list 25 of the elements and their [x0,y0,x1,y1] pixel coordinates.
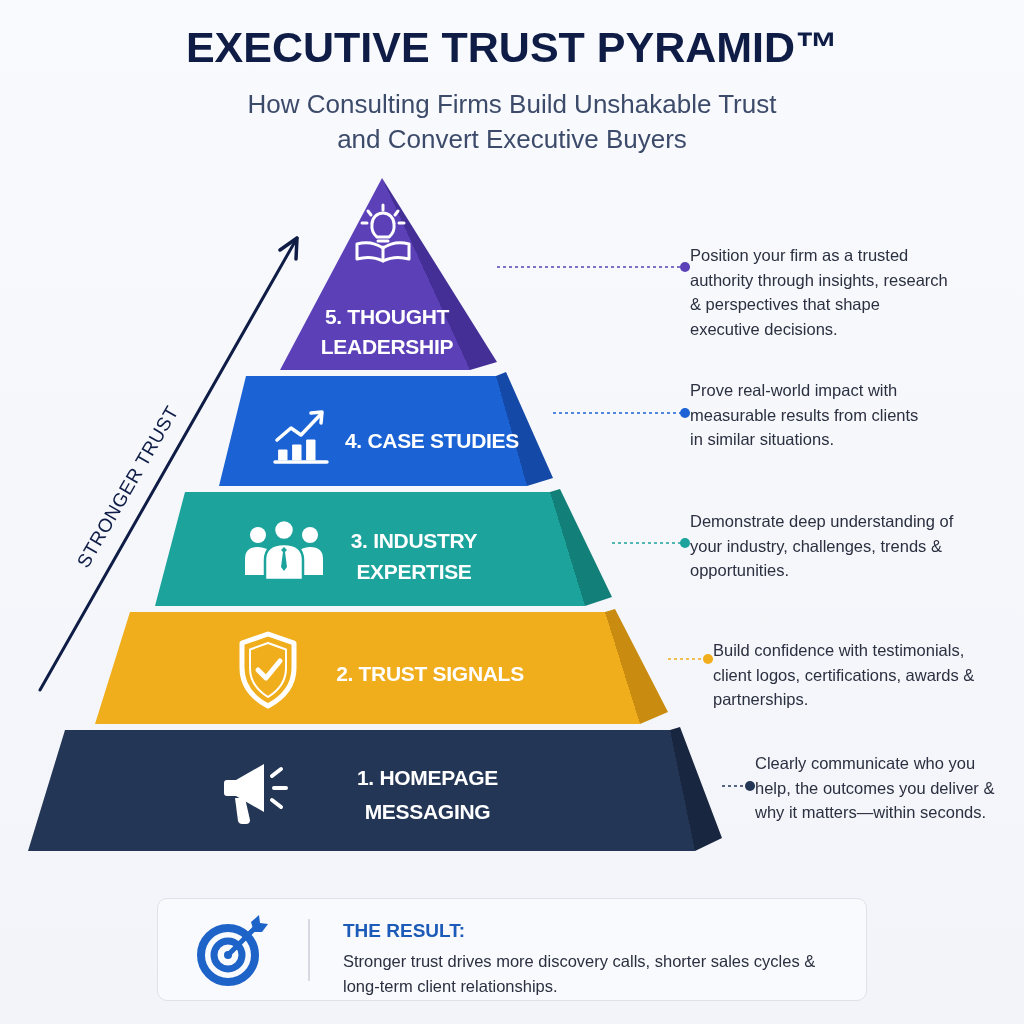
tier-label: 1. HOMEPAGE MESSAGING [356,765,499,825]
result-panel [157,898,867,1001]
pyramid-tier [28,727,722,851]
subtitle: How Consulting Firms Build Unshakable Trust and Convert Executive Buyers [246,88,778,156]
leader-line [667,654,714,664]
result-text: Stronger trust drives more discovery calls, shorter sales cycles & long-term client relationships. [343,951,817,997]
description-text: Demonstrate deep understanding of your industry, challenges, trends & opportunities. [690,509,962,583]
leader-line [721,781,756,791]
tier-label: 5. THOUGHT LEADERSHIP [319,304,455,360]
tier-label: 2. TRUST SIGNALS [335,661,525,687]
description-text: Position your firm as a trusted authority through insights, research & perspectives that shape executive decisions. [690,243,948,341]
leader-line [552,408,691,418]
result-heading: THE RESULT: [343,920,466,942]
pyramid-tier [219,372,553,486]
pyramid-tier [95,609,668,724]
pyramid-tier [280,178,497,370]
description-text: Clearly communicate who you help, the outcomes you deliver & why it matters—within seconds. [755,751,995,825]
tier-label: 3. INDUSTRY EXPERTISE [349,528,479,585]
leader-line [611,538,691,548]
leader-line [496,262,691,272]
title: EXECUTIVE TRUST PYRAMID™ [185,22,839,72]
description-text: Prove real-world impact with measurable results from clients in similar situations. [690,378,926,452]
pyramid-tier [155,489,612,606]
description-text: Build confidence with testimonials, client logos, certifications, awards & partnerships. [713,638,975,712]
tier-label: 4. CASE STUDIES [343,428,520,454]
